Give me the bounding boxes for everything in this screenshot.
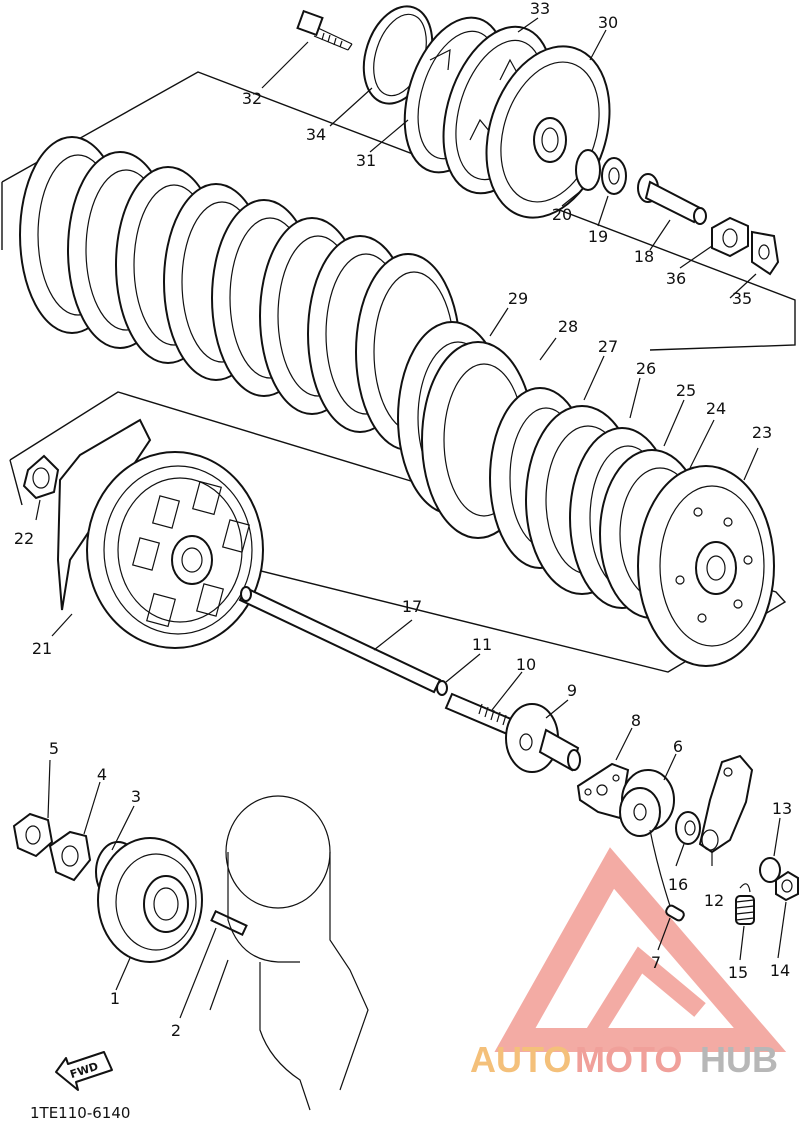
lock-washer-4 bbox=[48, 830, 92, 882]
spring-15 bbox=[735, 883, 755, 925]
callout-2: 2 bbox=[171, 1021, 181, 1040]
callout-30: 30 bbox=[598, 13, 618, 32]
callout-labels: 1 2 3 4 5 6 7 8 9 10 11 12 13 14 15 16 1… bbox=[14, 0, 792, 1040]
watermark-inner-shape bbox=[582, 946, 706, 1045]
callout-34: 34 bbox=[306, 125, 326, 144]
watermark-moto: MOTO bbox=[575, 1039, 682, 1080]
callout-20: 20 bbox=[552, 205, 572, 224]
callout-8: 8 bbox=[631, 711, 641, 730]
callout-27: 27 bbox=[598, 337, 618, 356]
callout-3: 3 bbox=[131, 787, 141, 806]
bolt-32 bbox=[296, 9, 353, 51]
callout-32: 32 bbox=[242, 89, 262, 108]
lever-12 bbox=[698, 754, 754, 854]
callout-33: 33 bbox=[530, 0, 550, 18]
nut-36 bbox=[711, 216, 749, 258]
crankshaft-outline bbox=[209, 795, 369, 1111]
callout-16: 16 bbox=[668, 875, 688, 894]
lock-washer-35 bbox=[751, 230, 780, 276]
callout-13: 13 bbox=[772, 799, 792, 818]
watermark-auto: AUTO bbox=[470, 1039, 571, 1080]
callout-36: 36 bbox=[666, 269, 686, 288]
callout-15: 15 bbox=[728, 963, 748, 982]
nut-14 bbox=[775, 870, 799, 902]
leader-lines bbox=[35, 17, 787, 1019]
circlip-22 bbox=[22, 454, 60, 500]
callout-19: 19 bbox=[588, 227, 608, 246]
callout-6: 6 bbox=[673, 737, 683, 756]
callout-24: 24 bbox=[706, 399, 726, 418]
watermark-text: AUTO MOTO HUB bbox=[470, 1039, 778, 1080]
upper-group-box bbox=[1, 71, 796, 351]
washer-13 bbox=[759, 857, 781, 883]
diagram-code: 1TE110-6140 bbox=[30, 1104, 130, 1122]
callout-9: 9 bbox=[567, 681, 577, 700]
callout-4: 4 bbox=[97, 765, 107, 784]
callout-21: 21 bbox=[32, 639, 52, 658]
lower-group-box bbox=[9, 391, 787, 673]
push-rod-18 bbox=[637, 173, 707, 225]
callout-25: 25 bbox=[676, 381, 696, 400]
push-lever-9 bbox=[505, 703, 581, 773]
bearing-20 bbox=[575, 149, 601, 191]
washer-19 bbox=[601, 157, 627, 195]
callout-26: 26 bbox=[636, 359, 656, 378]
callout-31: 31 bbox=[356, 151, 376, 170]
washer-16 bbox=[675, 811, 701, 845]
callout-28: 28 bbox=[558, 317, 578, 336]
collar-6 bbox=[619, 769, 675, 837]
clutch-plate-stack bbox=[19, 136, 461, 451]
callout-18: 18 bbox=[634, 247, 654, 266]
primary-drive-gear-1 bbox=[97, 837, 203, 963]
callout-23: 23 bbox=[752, 423, 772, 442]
watermark-triangle-shape bbox=[494, 847, 787, 1052]
callout-10: 10 bbox=[516, 655, 536, 674]
o-ring-11 bbox=[436, 680, 448, 696]
callout-12: 12 bbox=[704, 891, 724, 910]
callout-11: 11 bbox=[472, 635, 492, 654]
callout-1: 1 bbox=[110, 989, 120, 1008]
callout-7: 7 bbox=[651, 953, 661, 972]
nut-5 bbox=[12, 812, 54, 858]
forward-arrow-icon: FWD bbox=[55, 1051, 113, 1091]
pin-7 bbox=[649, 829, 685, 922]
callout-22: 22 bbox=[14, 529, 34, 548]
callout-17: 17 bbox=[402, 597, 422, 616]
callout-14: 14 bbox=[770, 961, 790, 980]
callout-35: 35 bbox=[732, 289, 752, 308]
plate-23 bbox=[637, 465, 775, 667]
callout-29: 29 bbox=[508, 289, 528, 308]
watermark-hub: HUB bbox=[700, 1039, 778, 1080]
callout-5: 5 bbox=[49, 739, 59, 758]
clutch-housing-21 bbox=[56, 418, 264, 649]
watermark-logo bbox=[494, 847, 787, 1052]
